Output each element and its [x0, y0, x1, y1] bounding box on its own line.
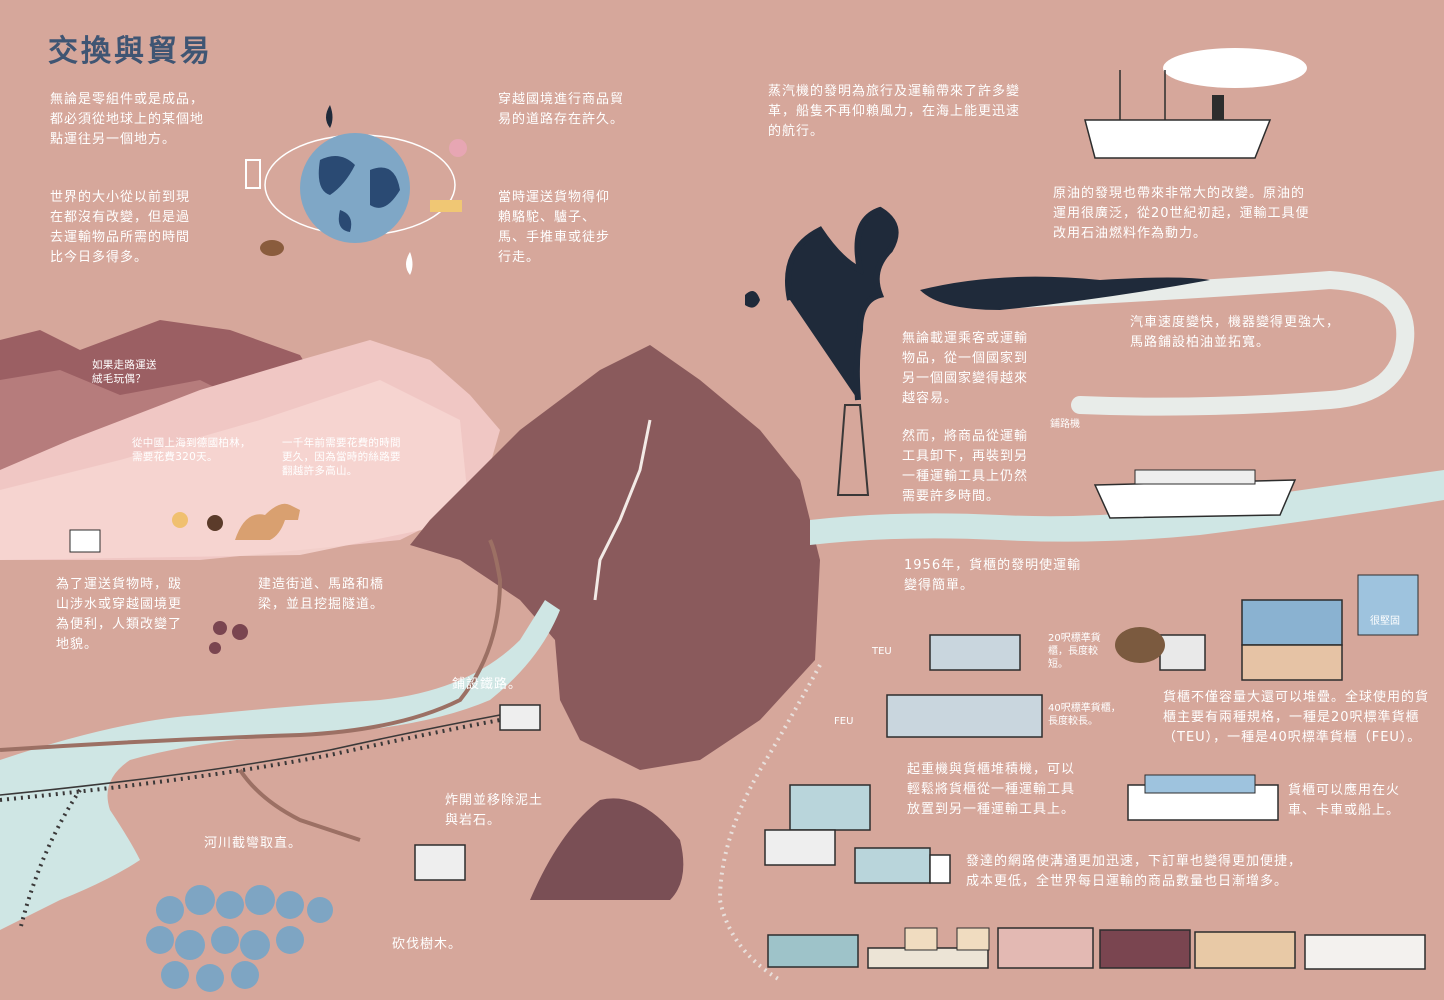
locomotive: [1304, 934, 1426, 970]
oil-gusher: [785, 206, 899, 401]
container-usage-text: 貨櫃可以應用在火 車、卡車或船上。: [1288, 783, 1401, 818]
rock: [213, 621, 227, 635]
traveler: [207, 515, 223, 531]
easier-travel-text: 無論載運乘客或運輸 物品，從一個國家到 另一個國家變得越來 越容易。: [902, 331, 1029, 406]
intro-text: 無論是零組件或是成品， 都必須從地球上的某個地 點運往另一個地方。: [50, 92, 205, 147]
train-car-crates: [867, 947, 989, 969]
container-invention-text: 1956年，貨櫃的發明使運輸 變得簡單。: [904, 558, 1082, 593]
train-car-tan: [1194, 931, 1296, 969]
teu-container: [929, 634, 1021, 671]
unloading-text: 然而，將商品從運輸 工具卸下，再裝到另 一種運輸工具上仍然 需要許多時間。: [902, 429, 1029, 504]
reach-stacker: [764, 829, 836, 866]
build-roads-text: 建造街道、馬路和橋 梁，並且挖掘隧道。: [258, 577, 385, 612]
steam-engine-text: 蒸汽機的發明為旅行及運輸帶來了許多變 革，船隻不再仰賴風力，在海上能更迅速 的航…: [768, 84, 1021, 139]
steamship: [1084, 119, 1272, 159]
oil-drop: [326, 105, 333, 128]
blasting-caption: 炸開並移除泥土 與岩石。: [445, 793, 544, 828]
train-car-maroon: [1099, 929, 1191, 969]
forest: [146, 885, 333, 992]
shanghai-berlin-caption: 從中國上海到德國柏林， 需要花費320天。: [132, 437, 251, 463]
pink-hills-light: [0, 380, 470, 560]
truck-container: [854, 847, 931, 884]
river: [0, 600, 560, 930]
rubble-pile: [530, 798, 684, 900]
truck-cab: [929, 854, 951, 884]
traveler: [172, 512, 188, 528]
intro-time-text: 世界的大小從以前到現 在都沒有改變，但是過 去運輸物品所需的時間 比今日多得多。: [50, 190, 191, 265]
stacking-text: 貨櫃不僅容量大還可以堆疊。全球使用的貨 櫃主要有兩種規格，一種是20呎標準貨櫃 …: [1163, 690, 1430, 745]
railway-right: [717, 664, 822, 982]
stacked-container-tan: [1241, 644, 1343, 681]
cargo-deck: [1134, 469, 1256, 485]
ship-funnel: [1212, 95, 1224, 120]
camel: [235, 503, 300, 540]
pack-animals-text: 當時運送貨物得仰 賴駱駝、驢子、 馬、手推車或徒步 行走。: [498, 190, 611, 265]
paver-label: 鋪路機: [1050, 419, 1080, 430]
crane-text: 起重機與貨櫃堆積機，可以 輕鬆將貨櫃從一種運輸工具 放置到另一種運輸工具上。: [907, 762, 1076, 817]
plush-toy: [449, 139, 467, 157]
network-text: 發達的網路使溝通更加迅速，下訂單也變得更加便捷， 成本更低，全世界每日運輸的商品…: [966, 854, 1303, 889]
sacks: [1115, 627, 1165, 663]
steam-cloud: [1163, 48, 1307, 88]
oil-derrick: [836, 404, 870, 496]
oil-text: 原油的發現也帶來非常大的改變。原油的 運用很廣泛，從20世紀初起，運輸工具便 改…: [1053, 186, 1310, 241]
globe-land: [318, 156, 400, 232]
silk-road-caption: 一千年前需要花費的時間 更久，因為當時的絲路要 翻越許多高山。: [282, 437, 401, 477]
gold-bars: [430, 200, 462, 212]
railway-line: [0, 714, 501, 796]
train-car-pink: [997, 927, 1094, 969]
logging-caption: 砍伐樹木。: [392, 937, 463, 952]
reach-stacker-container: [789, 784, 871, 831]
railway-caption: 鋪設鐵路。: [452, 677, 523, 692]
container-ship-cargo: [1144, 774, 1256, 794]
train-crate: [956, 927, 990, 951]
river-right: [810, 470, 1444, 545]
river-straighten-caption: 河川截彎取直。: [204, 836, 303, 851]
rock: [232, 624, 248, 640]
plush-toy-caption: 如果走路運送 絨毛玩偶？: [92, 359, 157, 385]
excavator: [414, 844, 466, 881]
feu-description: 40呎標準貨櫃， 長度較長。: [1048, 703, 1121, 727]
dirt-road: [0, 539, 503, 752]
sturdy-label: 很堅固: [1370, 616, 1400, 627]
page-title: 交換與貿易: [48, 34, 213, 69]
teu-label: TEU: [872, 646, 892, 657]
cargo-ship: [1093, 479, 1297, 519]
rock: [209, 642, 221, 654]
oil-stream: [920, 276, 1210, 310]
rail-excavator: [499, 704, 541, 731]
mountain-stream: [593, 419, 652, 601]
train-crate: [904, 927, 938, 951]
chair: [245, 159, 261, 189]
bean: [260, 240, 284, 256]
dirt-road-2: [238, 768, 361, 842]
cars-text: 汽車速度變快，機器變得更強大， 馬路鋪設柏油並拓寬。: [1130, 315, 1341, 350]
teu-description: 20呎標準貨 櫃，長度較 短。: [1048, 633, 1101, 670]
forklift: [1159, 634, 1206, 671]
railway-left: [18, 788, 82, 931]
corrugated-panel: [1357, 574, 1419, 636]
oil-splash: [745, 291, 760, 308]
trade-routes-text: 穿越國境進行商品貿 易的道路存在許久。: [498, 92, 625, 127]
feu-label: FEU: [834, 716, 854, 727]
big-mountain: [410, 345, 820, 770]
milk-drop: [406, 252, 413, 275]
train-car-blue: [767, 934, 859, 968]
road: [991, 270, 1415, 416]
porter-sack: [69, 529, 101, 553]
stacked-container-blue: [1241, 599, 1343, 646]
landscape-change-text: 為了運送貨物時，跋 山涉水或穿越國境更 為便利，人類改變了 地貌。: [56, 577, 183, 652]
feu-container: [886, 694, 1043, 738]
